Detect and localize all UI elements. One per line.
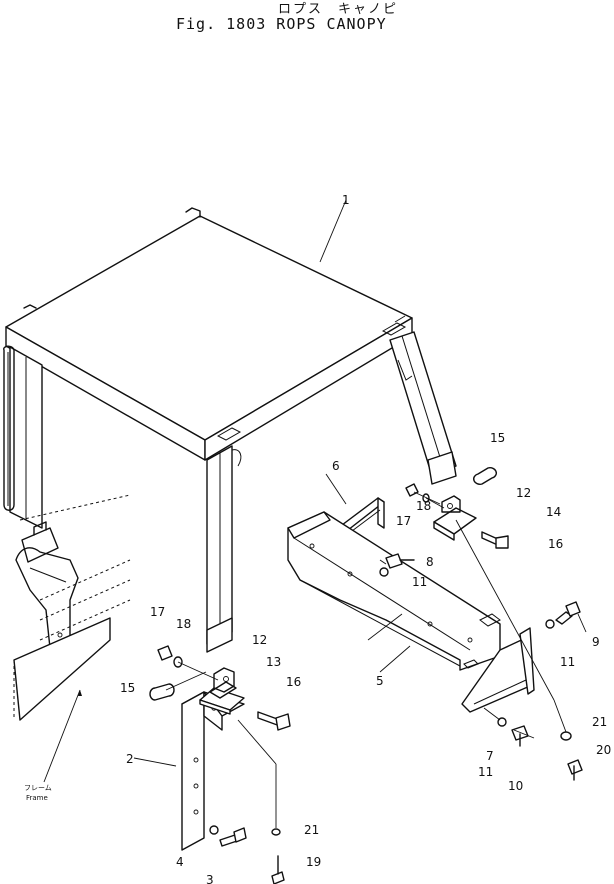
bolt-part-19 <box>271 855 285 884</box>
callout-21-a: 21 <box>304 823 319 837</box>
callout-21-b: 21 <box>592 715 607 729</box>
bolt-part-10 <box>511 725 529 747</box>
callout-10: 10 <box>508 779 523 793</box>
mount-part-14 <box>433 495 477 541</box>
bolt-part-20 <box>567 759 583 781</box>
bolt-part-9 <box>555 601 581 625</box>
callout-11-a: 11 <box>412 575 427 589</box>
bolt-part-3 <box>219 827 247 847</box>
bolt-part-8 <box>385 553 415 569</box>
frame-note-jp: フレーム <box>24 784 52 792</box>
washer-part-11-b <box>545 619 555 629</box>
callout-8: 8 <box>426 555 434 569</box>
callout-18-b: 18 <box>416 499 431 513</box>
callout-2: 2 <box>126 752 134 766</box>
bushing-part-15-left <box>149 683 175 701</box>
bolt-part-16-right <box>481 531 509 549</box>
figure-title: Fig. 1803 ROPS CANOPY <box>176 15 387 33</box>
callout-12-b: 12 <box>516 486 531 500</box>
canopy-part-1 <box>3 207 457 653</box>
callout-1: 1 <box>342 193 350 207</box>
callout-9: 9 <box>592 635 600 649</box>
callout-16-a: 16 <box>286 675 301 689</box>
mount-part-13 <box>199 667 245 715</box>
callout-3: 3 <box>206 873 214 884</box>
left-mount-assembly <box>13 494 131 721</box>
callout-18-a: 18 <box>176 617 191 631</box>
callout-7: 7 <box>486 749 494 763</box>
callout-5: 5 <box>376 674 384 688</box>
figure-title-jp: ロプス キャノピ <box>278 2 398 17</box>
nut-part-17-right <box>405 483 419 497</box>
washer-part-21-left <box>271 828 281 836</box>
callout-20: 20 <box>596 743 611 757</box>
callout-6: 6 <box>332 459 340 473</box>
callout-17-b: 17 <box>396 514 411 528</box>
washer-part-21-right <box>560 731 572 741</box>
base-plate-part-5 <box>287 511 501 671</box>
leader-lines <box>43 199 587 828</box>
bolt-part-16-left <box>257 711 291 731</box>
callout-12-a: 12 <box>252 633 267 647</box>
washer-part-11-a <box>379 567 389 577</box>
callout-11-b: 11 <box>560 655 575 669</box>
frame-note-en: Frame <box>26 794 48 802</box>
callout-17-a: 17 <box>150 605 165 619</box>
callout-13: 13 <box>266 655 281 669</box>
callout-15-b: 15 <box>490 431 505 445</box>
callout-16-b: 16 <box>548 537 563 551</box>
nut-part-17-left <box>157 645 173 661</box>
callout-14: 14 <box>546 505 561 519</box>
bushing-part-15-right <box>472 467 498 485</box>
callout-11-c: 11 <box>478 765 493 779</box>
callout-15-a: 15 <box>120 681 135 695</box>
callout-19: 19 <box>306 855 321 869</box>
callout-4: 4 <box>176 855 184 869</box>
washer-part-4 <box>209 825 219 835</box>
